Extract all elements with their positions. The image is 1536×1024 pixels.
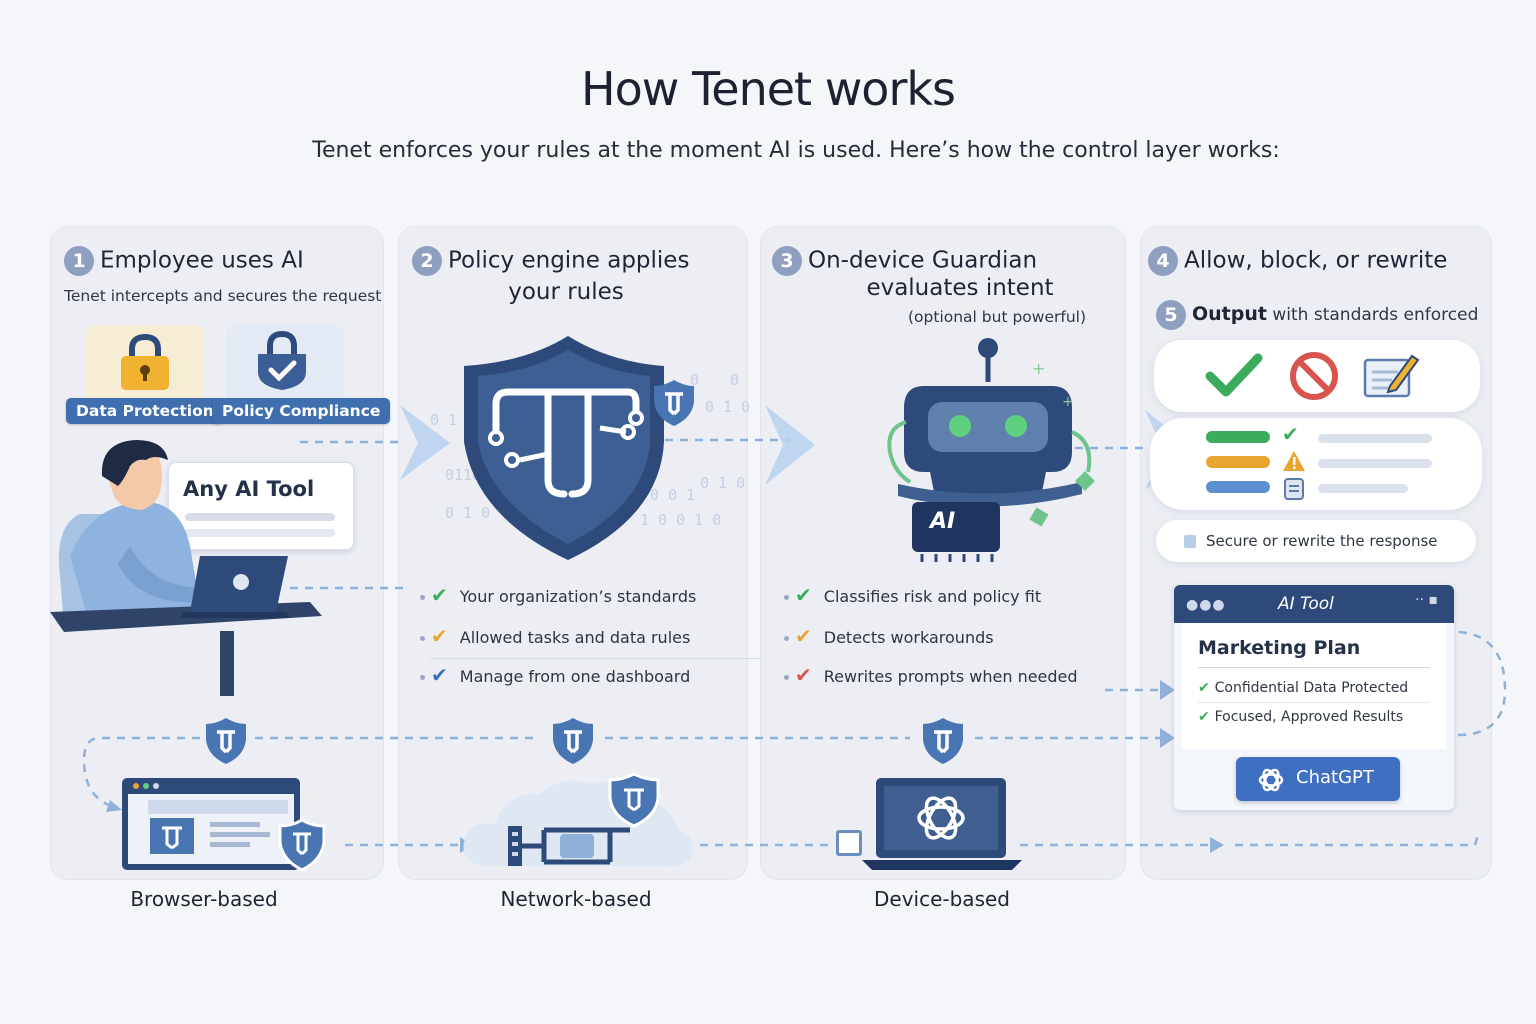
page-title: How Tenet works xyxy=(581,62,956,116)
any-ai-tool-window: Any AI Tool xyxy=(168,462,354,550)
blue-check-icon: ✔ xyxy=(431,663,448,687)
padlock-icon xyxy=(121,333,169,390)
grey-line xyxy=(1318,434,1432,443)
secure-rewrite-pill xyxy=(1156,520,1476,562)
square-marker xyxy=(836,830,862,856)
green-check-icon: ✔ xyxy=(1198,680,1215,696)
ai-chip-label: AI xyxy=(930,509,956,534)
chatgpt-logo-icon xyxy=(1258,768,1284,792)
employee-at-laptop-illustration xyxy=(50,440,322,696)
step-number-2: 2 xyxy=(412,246,442,276)
small-doc-icon xyxy=(1184,535,1196,548)
green-check-icon: ✔ xyxy=(1198,709,1215,725)
green-check-icon: ✔ xyxy=(431,583,448,607)
panel-step-3 xyxy=(760,226,1126,880)
step-3-title-line2: evaluates intent xyxy=(866,275,1054,301)
rewrite-edit-icon xyxy=(1363,354,1420,398)
guardian-robot-icon: + + xyxy=(887,338,1095,562)
svg-text:0: 0 xyxy=(730,371,739,389)
svg-text:0 1: 0 1 xyxy=(430,411,457,429)
grey-line xyxy=(1318,484,1408,493)
policy-compliance-badge: Policy Compliance xyxy=(212,398,391,424)
small-shield-icon xyxy=(654,380,694,426)
step-2-bullet-2: ✔Allowed tasks and data rules xyxy=(420,621,690,651)
step-2-bullet-1: ✔Your organization’s standards xyxy=(420,580,696,610)
text-placeholder-bar xyxy=(185,513,335,521)
svg-text:0: 0 xyxy=(690,371,699,389)
window-menu-icon: ·· ▪ xyxy=(1415,592,1438,608)
browser-based-label: Browser-based xyxy=(130,887,278,911)
any-ai-tool-label: Any AI Tool xyxy=(183,477,315,501)
allow-check-icon xyxy=(1205,353,1263,397)
chatgpt-button[interactable]: ChatGPT xyxy=(1236,757,1400,801)
step-3-bullet-2: ✔Detects workarounds xyxy=(784,621,994,651)
step-3-note: (optional but powerful) xyxy=(908,308,1087,326)
tenet-shield-icon xyxy=(464,336,664,560)
device-based-label: Device-based xyxy=(874,887,1010,911)
warning-icon xyxy=(1283,451,1305,471)
network-cloud-icon xyxy=(463,772,693,867)
step-number-4: 4 xyxy=(1148,246,1178,276)
step-3-bullet-3: ✔Rewrites prompts when needed xyxy=(784,660,1078,690)
compliance-lock-icon xyxy=(258,330,306,390)
svg-text:0 1 0: 0 1 0 xyxy=(700,474,745,492)
svg-text:0 1 0: 0 1 0 xyxy=(445,504,490,522)
step-2-bullet-3: ✔Manage from one dashboard xyxy=(420,660,690,690)
text-placeholder-bar xyxy=(185,529,335,537)
grey-line xyxy=(1318,459,1432,468)
browser-window-icon xyxy=(122,778,326,872)
orange-status-bar xyxy=(1206,456,1270,468)
step-3-bullet-1: ✔Classifies risk and policy fit xyxy=(784,580,1041,610)
step-2-title-line2: your rules xyxy=(508,279,624,305)
ai-tool-body: Marketing Plan ✔ Confidential Data Prote… xyxy=(1182,623,1446,749)
ai-tool-title: AI Tool xyxy=(1278,594,1334,614)
svg-text:0 0 1: 0 0 1 xyxy=(650,486,695,504)
protected-item: ✔ Confidential Data Protected xyxy=(1198,680,1430,703)
window-dots: ●●● xyxy=(1186,597,1226,613)
shield-icon xyxy=(206,718,246,764)
data-protection-badge: Data Protection xyxy=(66,398,224,424)
red-check-icon: ✔ xyxy=(795,663,812,687)
block-icon xyxy=(1290,352,1338,400)
check-icon: ✔ xyxy=(1282,422,1299,446)
ai-tool-titlebar: ●●● AI Tool ·· ▪ xyxy=(1174,585,1454,623)
step-1-subtitle: Tenet intercepts and secures the request xyxy=(64,287,382,305)
orange-check-icon: ✔ xyxy=(431,624,448,648)
approved-item: ✔ Focused, Approved Results xyxy=(1198,709,1404,725)
laptop-device-icon xyxy=(862,778,1022,870)
page-subtitle: Tenet enforces your rules at the moment … xyxy=(312,138,1280,163)
blue-status-bar xyxy=(1206,481,1270,493)
svg-text:0 1 0: 0 1 0 xyxy=(705,398,750,416)
shield-icon xyxy=(553,718,593,764)
orange-check-icon: ✔ xyxy=(795,624,812,648)
divider xyxy=(430,658,760,659)
step-number-1: 1 xyxy=(64,246,94,276)
svg-text:+: + xyxy=(1032,359,1045,378)
step-number-3: 3 xyxy=(772,246,802,276)
step-number-5: 5 xyxy=(1156,300,1186,330)
green-check-icon: ✔ xyxy=(795,583,812,607)
document-icon xyxy=(1284,478,1304,500)
network-based-label: Network-based xyxy=(500,887,652,911)
status-list-card xyxy=(1150,418,1482,510)
secure-rewrite-label: Secure or rewrite the response xyxy=(1206,532,1438,550)
svg-text:+: + xyxy=(1062,394,1074,410)
shield-icon xyxy=(923,718,963,764)
marketing-plan-title: Marketing Plan xyxy=(1198,637,1430,668)
svg-text:1 0 0 1 0: 1 0 0 1 0 xyxy=(640,511,721,529)
green-status-bar xyxy=(1206,431,1270,443)
chatgpt-label: ChatGPT xyxy=(1296,767,1374,788)
